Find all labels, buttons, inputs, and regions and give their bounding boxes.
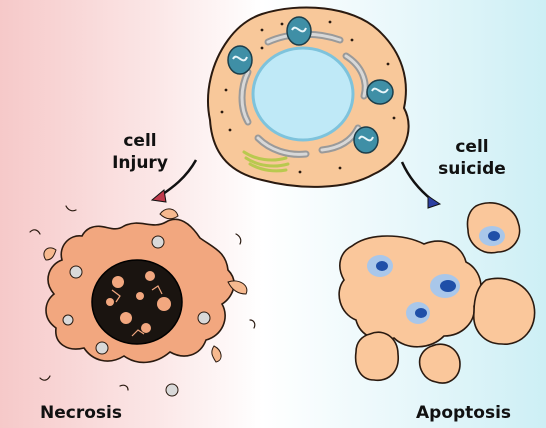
cell-injury-label-line1: cell xyxy=(123,131,157,151)
mitochondria xyxy=(227,16,394,154)
necrotic-cell xyxy=(29,205,256,397)
apoptosis-label: Apoptosis xyxy=(416,403,512,423)
cell-suicide-label-line2: suicide xyxy=(438,159,506,179)
necrosis-label: Necrosis xyxy=(40,403,122,423)
curved-arrow-icon xyxy=(150,159,198,203)
golgi-apparatus xyxy=(242,150,290,173)
cell-suicide-label: cell suicide xyxy=(432,136,512,180)
cell-injury-label-line2: Injury xyxy=(112,153,168,173)
apoptotic-nuclei xyxy=(367,226,505,324)
apoptotic-cluster-main xyxy=(338,235,482,348)
nucleus xyxy=(251,46,355,142)
normal-cell xyxy=(207,6,410,188)
cell-suicide-label-line1: cell xyxy=(455,137,489,157)
ribosomes xyxy=(220,20,396,174)
cell-injury-label: cell Injury xyxy=(108,130,172,174)
curved-arrow-icon xyxy=(400,161,442,209)
apoptotic-cells xyxy=(338,202,536,384)
